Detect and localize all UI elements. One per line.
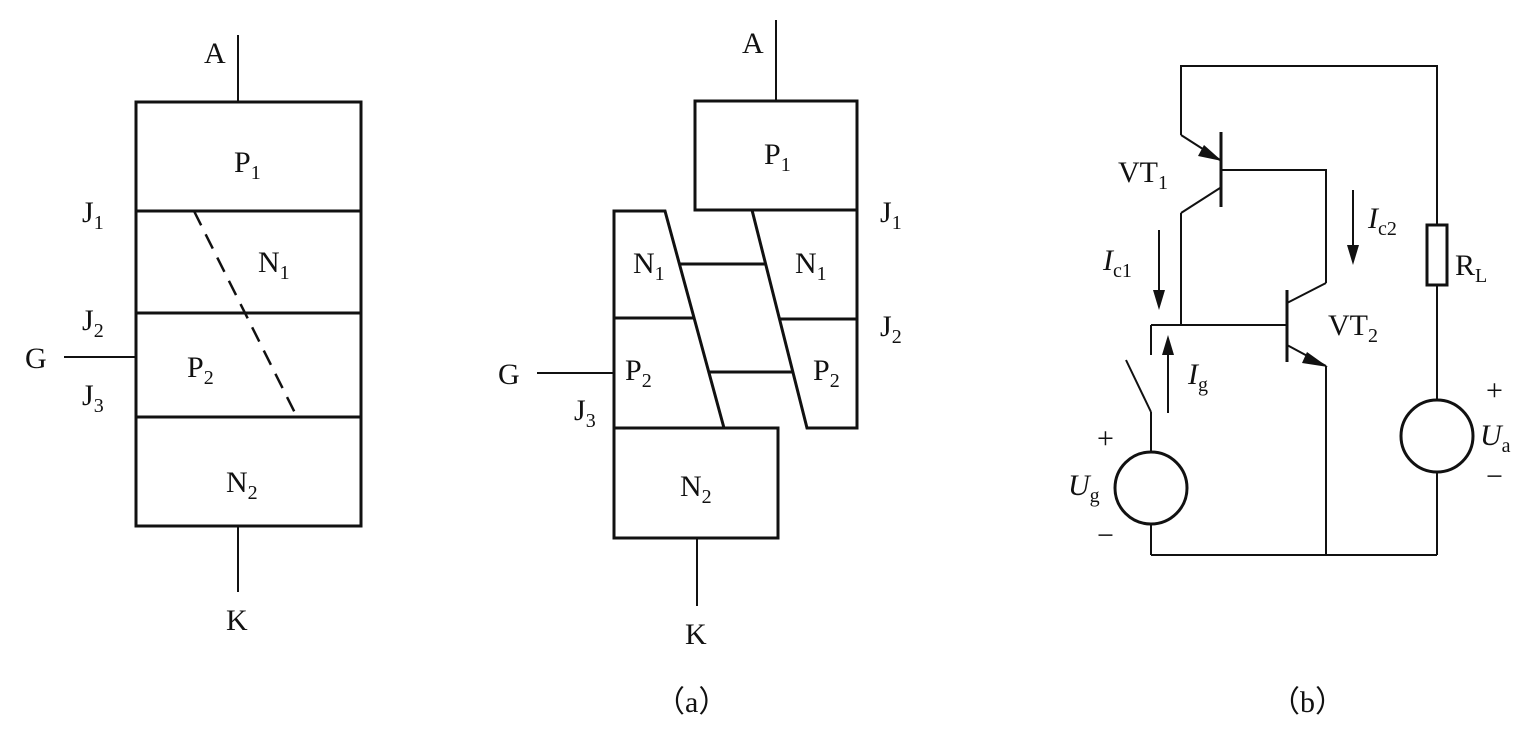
ic1-label: Ic1	[1102, 244, 1132, 282]
right-n1-p2-block	[750, 208, 859, 430]
layer-n1-left-label: N1	[633, 247, 665, 285]
layer-n1-right-label: N1	[795, 247, 827, 285]
layer-p1-label-a: P1	[764, 138, 791, 176]
equivalent-circuit: VT1 VT2 Ic1 Ic2 Ig RL Ug Ua + − + − （b）	[1068, 65, 1511, 719]
vt1-collector	[1180, 187, 1221, 214]
junction-j3-label-a: J3	[574, 394, 596, 432]
ic1-arrow-head	[1153, 290, 1165, 310]
junction-j1-label-a: J1	[880, 196, 902, 234]
layer-p2-label: P2	[187, 351, 214, 389]
vt2-label: VT2	[1328, 309, 1378, 347]
split-dashed-line	[192, 210, 299, 418]
anode-label: A	[204, 37, 226, 70]
ug-label: Ug	[1068, 469, 1100, 507]
four-layer-structure: A K G P1 N1 P2 N2 J1 J2 J3	[25, 35, 363, 637]
rl-label: RL	[1455, 249, 1487, 287]
ic2-label: Ic2	[1367, 202, 1397, 240]
gate-switch	[1125, 359, 1152, 413]
gate-label: G	[25, 342, 47, 375]
junction-j3-label: J3	[82, 379, 104, 417]
ua-plus-sign: +	[1486, 374, 1503, 407]
ua-label: Ua	[1480, 419, 1511, 457]
junction-j2-label: J2	[82, 304, 104, 342]
ic2-arrow-head	[1347, 245, 1359, 265]
layer-p2-right-label: P2	[813, 354, 840, 392]
layer-n1-label: N1	[258, 246, 290, 284]
ig-label: Ig	[1187, 358, 1208, 396]
layer-n2-label: N2	[226, 466, 258, 504]
ua-source	[1399, 398, 1475, 474]
vt1-label: VT1	[1118, 156, 1168, 194]
caption-a: （a）	[655, 686, 728, 719]
top-wire	[1180, 65, 1438, 225]
vt2-collector	[1286, 282, 1327, 304]
vt1-emitter-arrow	[1198, 145, 1222, 161]
junction-j2-label-a: J2	[880, 310, 902, 348]
layer-p2-left-label: P2	[625, 354, 652, 392]
ug-plus-sign: +	[1097, 422, 1114, 455]
ig-arrow-head	[1162, 335, 1174, 355]
gate-label-a: G	[498, 358, 520, 391]
caption-b: （b）	[1270, 686, 1345, 719]
ug-minus-sign: −	[1097, 519, 1114, 552]
layer-p1-label: P1	[234, 146, 261, 184]
ug-source	[1113, 450, 1189, 526]
layer-n2-label-a: N2	[680, 470, 712, 508]
rl-resistor	[1425, 223, 1449, 287]
cathode-label-a: K	[685, 618, 707, 651]
vt2-emitter-arrow	[1302, 352, 1328, 367]
anode-label-a: A	[742, 27, 764, 60]
cathode-label: K	[226, 604, 248, 637]
vt1-base-wire	[1221, 169, 1327, 283]
junction-j1-label: J1	[82, 196, 104, 234]
split-structure: A K G P1 N1 N1 P2 P2 N2 J1 J2 J3 （a）	[498, 20, 902, 719]
ua-minus-sign: −	[1486, 460, 1503, 493]
